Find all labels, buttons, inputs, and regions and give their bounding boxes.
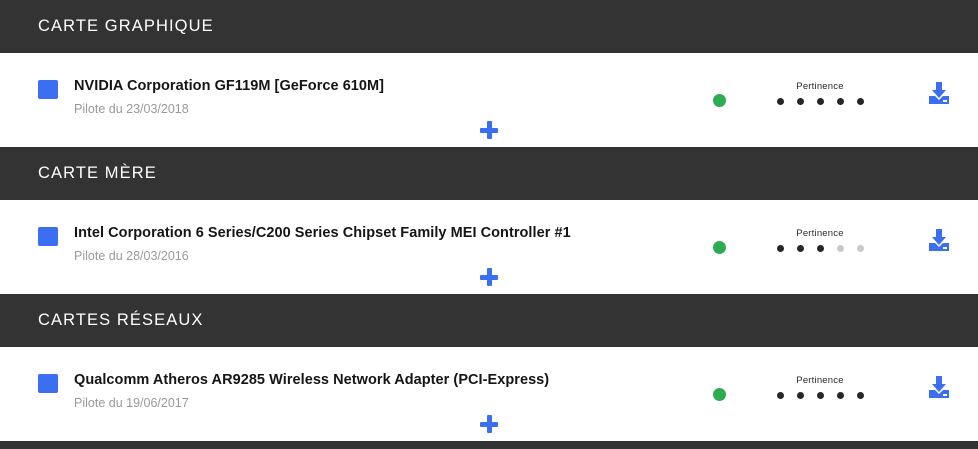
bottom-band (0, 441, 978, 449)
driver-row-meta: Pertinence (713, 365, 978, 409)
download-icon[interactable] (922, 223, 956, 257)
pertinence-dot (836, 392, 844, 399)
add-driver-wrap (0, 413, 978, 435)
section-body-carte-mere: Intel Corporation 6 Series/C200 Series C… (0, 200, 978, 294)
pertinence-dot (836, 245, 844, 252)
pertinence-dot (776, 245, 784, 252)
driver-row-meta: Pertinence (713, 218, 978, 262)
pertinence-rating: Pertinence (760, 228, 880, 252)
checkbox-checked-icon[interactable] (38, 227, 58, 246)
status-dot-icon (713, 387, 726, 401)
checkbox-checked-icon[interactable] (38, 374, 58, 393)
section-title: CARTES RÉSEAUX (38, 311, 204, 329)
pertinence-dot (796, 245, 804, 252)
add-driver-button[interactable] (478, 413, 500, 435)
driver-row[interactable]: NVIDIA Corporation GF119M [GeForce 610M]… (0, 53, 978, 123)
pertinence-dot (856, 98, 864, 105)
section-body-carte-graphique: NVIDIA Corporation GF119M [GeForce 610M]… (0, 53, 978, 147)
driver-row[interactable]: Qualcomm Atheros AR9285 Wireless Network… (0, 347, 978, 417)
driver-text-block: NVIDIA Corporation GF119M [GeForce 610M]… (74, 77, 978, 117)
driver-date: Pilote du 19/06/2017 (74, 396, 189, 410)
pertinence-dot (836, 98, 844, 105)
pertinence-rating: Pertinence (760, 375, 880, 399)
pertinence-dot (776, 392, 784, 399)
section-title: CARTE GRAPHIQUE (38, 17, 214, 35)
section-header-cartes-reseaux: CARTES RÉSEAUX (0, 294, 978, 347)
driver-row[interactable]: Intel Corporation 6 Series/C200 Series C… (0, 200, 978, 270)
add-driver-button[interactable] (478, 119, 500, 141)
section-body-cartes-reseaux: Qualcomm Atheros AR9285 Wireless Network… (0, 347, 978, 441)
status-dot-icon (713, 93, 726, 107)
pertinence-dot (776, 98, 784, 105)
driver-text-block: Intel Corporation 6 Series/C200 Series C… (74, 224, 978, 264)
pertinence-dots (760, 392, 880, 399)
driver-name: Qualcomm Atheros AR9285 Wireless Network… (74, 372, 550, 388)
driver-row-meta: Pertinence (713, 71, 978, 115)
pertinence-label: Pertinence (796, 375, 844, 386)
pertinence-rating: Pertinence (760, 81, 880, 105)
add-driver-button[interactable] (478, 266, 500, 288)
pertinence-dot (796, 392, 804, 399)
pertinence-dot (856, 245, 864, 252)
driver-name: NVIDIA Corporation GF119M [GeForce 610M] (74, 78, 385, 94)
pertinence-dots (760, 98, 880, 105)
add-driver-wrap (0, 266, 978, 288)
download-icon[interactable] (922, 370, 956, 404)
pertinence-dot (816, 98, 824, 105)
driver-date: Pilote du 28/03/2016 (74, 249, 189, 263)
pertinence-label: Pertinence (796, 81, 844, 92)
pertinence-dot (796, 98, 804, 105)
pertinence-dot (816, 392, 824, 399)
driver-date: Pilote du 23/03/2018 (74, 102, 189, 116)
pertinence-label: Pertinence (796, 228, 844, 239)
checkbox-checked-icon[interactable] (38, 80, 58, 99)
section-header-carte-mere: CARTE MÈRE (0, 147, 978, 200)
download-icon[interactable] (922, 76, 956, 110)
driver-name: Intel Corporation 6 Series/C200 Series C… (74, 225, 571, 241)
status-dot-icon (713, 240, 726, 254)
pertinence-dot (856, 392, 864, 399)
section-header-carte-graphique: CARTE GRAPHIQUE (0, 0, 978, 53)
add-driver-wrap (0, 119, 978, 141)
pertinence-dot (816, 245, 824, 252)
pertinence-dots (760, 245, 880, 252)
section-title: CARTE MÈRE (38, 164, 157, 182)
driver-text-block: Qualcomm Atheros AR9285 Wireless Network… (74, 371, 978, 411)
